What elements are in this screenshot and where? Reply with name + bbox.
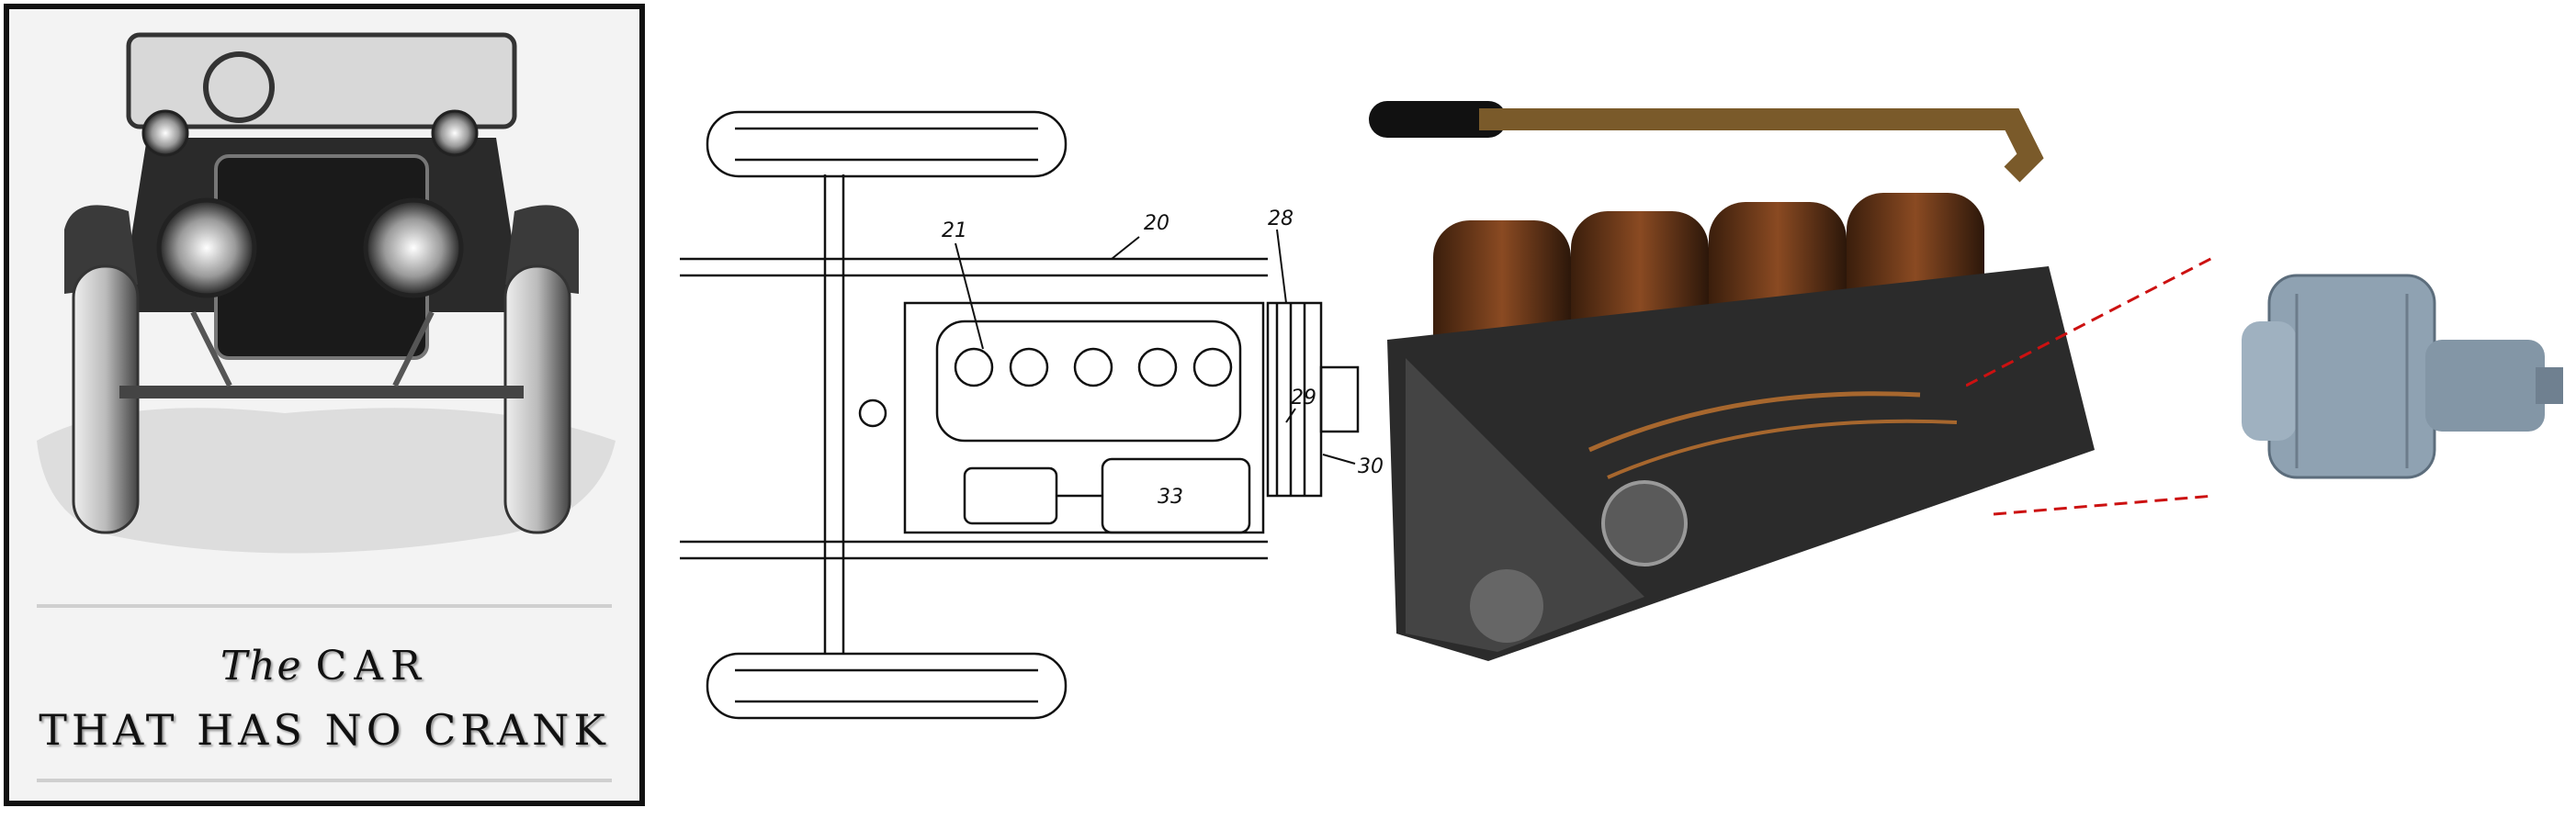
label-33: 33 bbox=[1158, 486, 1183, 509]
ad-subheadline: THAT HAS NO CRANK bbox=[39, 705, 610, 755]
vintage-advertisement: The CAR THAT HAS NO CRANK bbox=[4, 4, 645, 806]
starter-motor-panel bbox=[1965, 239, 2572, 551]
ad-headline-script: The bbox=[220, 643, 303, 690]
patent-drawing-panel: 20 21 28 29 30 33 bbox=[680, 92, 1415, 735]
patent-chassis-drawing: 20 21 28 29 30 33 bbox=[680, 110, 1384, 720]
engine-photo-panel bbox=[1369, 83, 2104, 725]
ad-headline: The CAR bbox=[9, 643, 639, 690]
bottom-rule bbox=[37, 779, 612, 782]
label-21: 21 bbox=[942, 219, 967, 242]
label-20: 20 bbox=[1144, 212, 1169, 235]
starter-motor-photo bbox=[1965, 255, 2563, 516]
leader-line-top bbox=[1965, 255, 2215, 387]
top-rule bbox=[37, 604, 612, 608]
vintage-car-illustration bbox=[37, 32, 616, 554]
leader-line-bottom bbox=[1993, 494, 2215, 516]
label-29: 29 bbox=[1291, 387, 1316, 410]
label-28: 28 bbox=[1268, 208, 1294, 230]
engine-photo bbox=[1369, 101, 2095, 661]
ad-headline-caps: CAR bbox=[315, 643, 429, 690]
label-30: 30 bbox=[1358, 455, 1384, 478]
